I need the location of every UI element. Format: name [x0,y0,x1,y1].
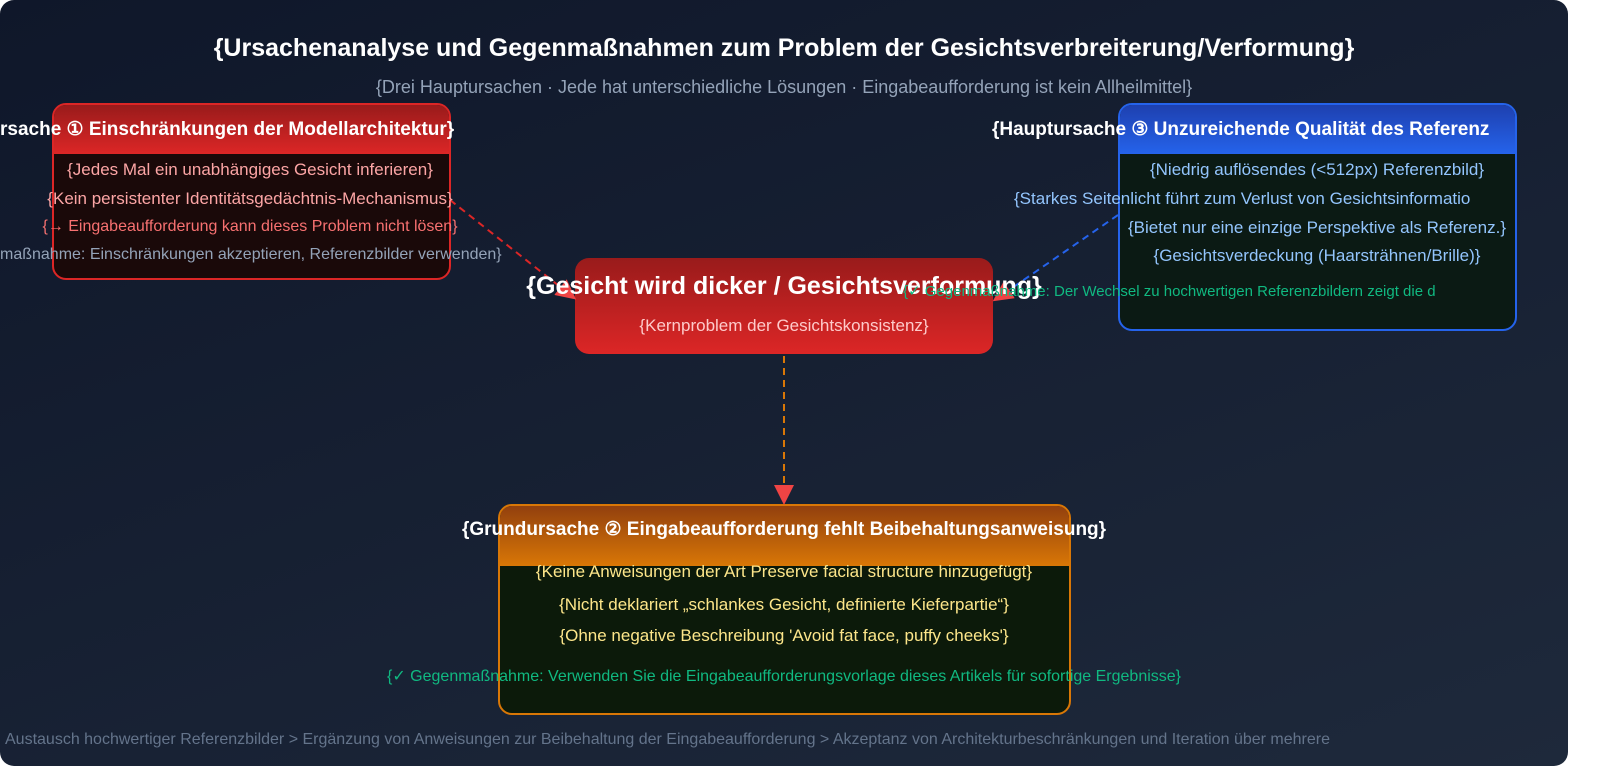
cause2-line: {Keine Anweisungen der Art Preserve faci… [535,562,1033,581]
cause2-box [498,504,1071,715]
cause3-line: {Gesichtsverdeckung (Haarsträhnen/Brille… [1153,246,1481,265]
diagram-title: {Ursachenanalyse und Gegenmaßnahmen zum … [213,34,1355,62]
cause2-title: {Grundursache ② Eingabeaufforderung fehl… [461,519,1107,540]
diagram-canvas: {Ursachenanalyse und Gegenmaßnahmen zum … [0,0,1568,766]
diagram-subtitle: {Drei Hauptursachen · Jede hat unterschi… [375,77,1193,97]
arrow-cause3-to-core [992,214,1119,302]
cause1-note: {→ Eingabeaufforderung kann dieses Probl… [42,218,458,235]
priority-footer: Austausch hochwertiger Referenzbilder > … [5,731,1331,748]
cause1-box [52,103,451,280]
cause3-line: {Niedrig auflösendes (<512px) Referenzbi… [1149,160,1485,179]
cause3-header [1120,105,1515,154]
cause3-countermeasure: {✓ Gegenmaßnahme: Der Wechsel zu hochwer… [903,283,1436,300]
cause1-countermeasure: maßnahme: Einschränkungen akzeptieren, R… [0,246,502,263]
cause3-title: {Hauptursache ③ Unzureichende Qualität d… [992,119,1490,140]
cause1-title: rsache ① Einschränkungen der Modellarchi… [0,119,455,140]
cause3-line: {Bietet nur eine einzige Perspektive als… [1127,218,1507,237]
cause1-line: {Kein persistenter Identitätsgedächtnis-… [47,189,453,208]
core-title: {Gesicht wird dicker / Gesichtsverformun… [526,272,1042,300]
cause1-header [54,105,449,154]
core-subtitle: {Kernproblem der Gesichtskonsistenz} [639,316,929,335]
cause3-box [1118,103,1517,331]
cause2-countermeasure: {✓ Gegenmaßnahme: Verwenden Sie die Eing… [386,668,1182,685]
cause2-line: {Ohne negative Beschreibung 'Avoid fat f… [559,626,1009,645]
cause2-header [500,506,1069,566]
cause1-line: {Jedes Mal ein unabhängiges Gesicht infe… [67,160,433,179]
core-problem-box [575,258,993,354]
cause2-line: {Nicht deklariert „schlankes Gesicht, de… [559,595,1009,614]
connector-layer [449,199,1119,505]
arrow-cause1-to-core [449,199,577,300]
cause3-line: {Starkes Seitenlicht führt zum Verlust v… [1014,189,1471,208]
